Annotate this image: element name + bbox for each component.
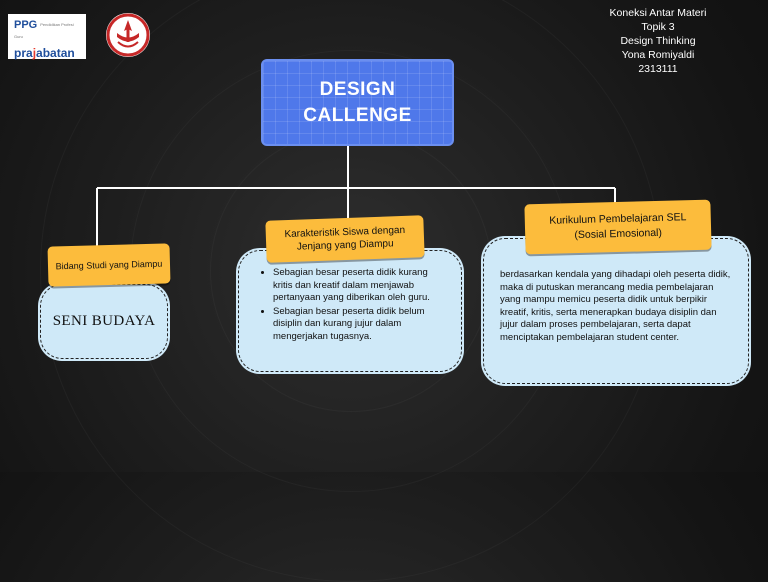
info-line: Yona Romiyaldi <box>621 49 695 61</box>
curriculum-text: berdasarkan kendala yang dihadapi oleh p… <box>500 269 731 343</box>
curriculum-label-line2: (Sosial Emosional) <box>574 226 663 242</box>
ppg-logo-text: PPG <box>14 19 38 31</box>
characteristics-list: Sebagian besar peserta didik kurang krit… <box>255 267 449 343</box>
info-line: 2313111 <box>638 63 678 75</box>
university-seal-logo <box>106 13 150 57</box>
subject-label: Bidang Studi yang Diampu <box>55 258 163 272</box>
info-line: Koneksi Antar Materi <box>609 7 707 19</box>
design-challenge-title-box: DESIGN CALLENGE <box>261 59 454 146</box>
ppg-logo-subtext: Pendidikan Profesi Guru <box>14 22 74 40</box>
info-line: Topik 3 <box>641 21 675 33</box>
curriculum-label-line1: Kurikulum Pembelajaran SEL <box>549 211 687 227</box>
curriculum-label: Kurikulum Pembelajaran SEL(Sosial Emosio… <box>549 210 687 244</box>
title-line2: CALLENGE <box>303 104 412 126</box>
header-info: Koneksi Antar Materi Topik 3 Design Thin… <box>588 6 728 76</box>
characteristic-item: Sebagian besar peserta didik kurang krit… <box>273 267 449 305</box>
curriculum-card: berdasarkan kendala yang dihadapi oleh p… <box>483 238 749 384</box>
title-line1: DESIGN <box>319 78 396 100</box>
characteristics-label-tag: Karakteristik Siswa dengan Jenjang yang … <box>265 215 425 263</box>
characteristic-item: Sebagian besar peserta didik belum disip… <box>273 306 449 344</box>
info-line: Design Thinking <box>620 35 696 47</box>
title-text: DESIGN CALLENGE <box>303 77 412 129</box>
student-characteristics-card: Sebagian besar peserta didik kurang krit… <box>238 250 462 372</box>
prajabatan-text-a: pra <box>14 46 33 61</box>
subject-label-tag: Bidang Studi yang Diampu <box>47 243 171 287</box>
connector-lines <box>0 0 768 472</box>
subject-text: SENI BUDAYA <box>52 313 156 329</box>
subject-card: SENI BUDAYA <box>40 284 168 359</box>
characteristics-label: Karakteristik Siswa dengan Jenjang yang … <box>284 224 406 253</box>
curriculum-label-tag: Kurikulum Pembelajaran SEL(Sosial Emosio… <box>524 199 712 255</box>
prajabatan-text-c: abatan <box>36 46 75 61</box>
prajabatan-text-b: j <box>32 46 37 61</box>
